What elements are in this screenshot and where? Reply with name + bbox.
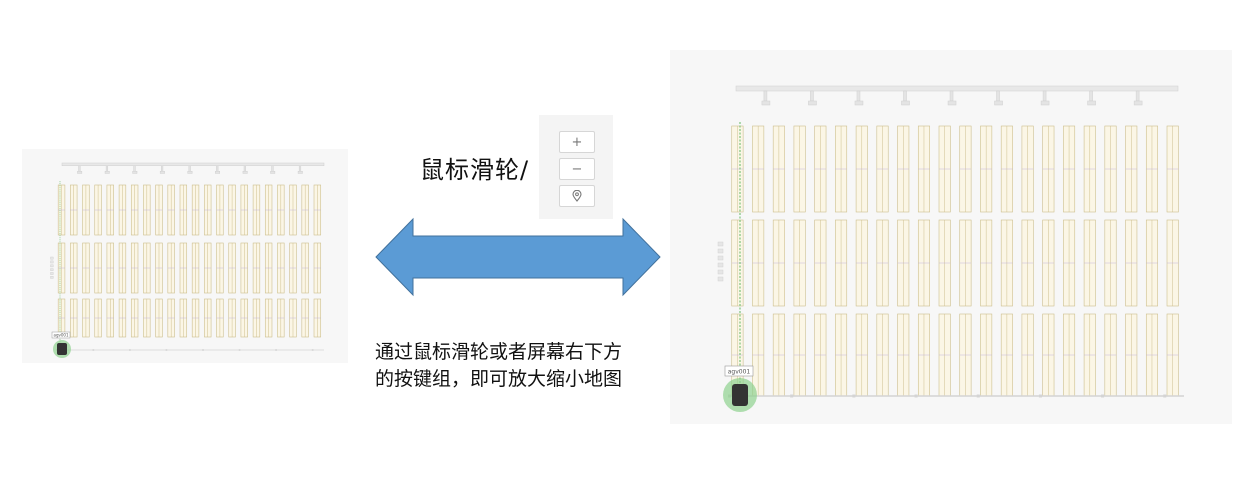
warehouse-map-canvas-small: agv001: [50, 162, 325, 358]
conveyor-port: [132, 171, 138, 174]
top-conveyor: [735, 85, 1179, 92]
conveyor-port: [856, 90, 861, 102]
rail-node: [976, 394, 980, 398]
conveyor-port: [297, 171, 303, 174]
conveyor-port: [78, 165, 81, 172]
conveyor-port: [854, 100, 864, 106]
minus-icon: −: [571, 161, 583, 177]
rail-node: [165, 349, 168, 351]
conveyor-port: [1135, 90, 1140, 102]
conveyor-port: [243, 165, 246, 172]
conveyor-port: [994, 100, 1003, 106]
rail-node: [1163, 394, 1167, 398]
conveyor-port: [215, 171, 220, 174]
conveyor-port: [947, 100, 957, 106]
conveyor-port: [1042, 90, 1047, 102]
workstation: [50, 264, 54, 268]
workstation: [717, 255, 724, 261]
conveyor-port: [161, 165, 164, 172]
workstation: [50, 260, 54, 264]
rail-node: [202, 349, 204, 351]
robot-marker[interactable]: agv001: [51, 331, 71, 358]
caption-title: 鼠标滑轮/: [420, 156, 530, 184]
workstation: [50, 272, 54, 275]
conveyor-port: [949, 90, 954, 102]
conveyor-port: [901, 100, 910, 106]
conveyor-port: [104, 171, 110, 174]
workstation: [50, 276, 54, 279]
robot-label: agv001: [728, 369, 751, 376]
warehouse-layout: [717, 85, 1184, 398]
conveyor-port: [810, 90, 814, 102]
conveyor-port: [298, 165, 302, 172]
conveyor-port: [761, 100, 771, 106]
conveyor-port: [270, 171, 276, 174]
rail-node: [790, 394, 794, 398]
location-pin-icon: [572, 190, 582, 202]
conveyor-port: [1040, 100, 1050, 106]
rail-node: [852, 394, 856, 398]
rail-node: [238, 349, 241, 351]
conveyor-port: [808, 100, 817, 106]
conveyor-port: [1133, 100, 1143, 106]
warehouse-map-canvas-large: agv001: [717, 85, 1184, 412]
conveyor-port: [271, 165, 274, 172]
workstation: [50, 268, 54, 271]
rail-node: [311, 349, 314, 351]
conveyor-port: [159, 171, 165, 174]
conveyor-port: [187, 171, 193, 174]
rail-node: [129, 349, 131, 351]
workstation: [717, 269, 724, 275]
warehouse-map-zoomed-out[interactable]: agv001: [22, 149, 348, 363]
warehouse-map-zoomed-in[interactable]: agv001: [670, 50, 1232, 424]
conveyor-port: [1087, 100, 1096, 106]
robot-label: agv001: [54, 333, 69, 338]
zoom-control-group: + −: [539, 115, 613, 219]
rail-node: [92, 349, 95, 351]
rail-node: [1038, 394, 1042, 398]
workstation: [717, 276, 724, 282]
conveyor-port: [105, 165, 109, 172]
conveyor-port: [1089, 90, 1093, 102]
conveyor-port: [242, 171, 248, 174]
warehouse-layout: [50, 162, 325, 351]
conveyor-port: [216, 165, 219, 172]
conveyor-port: [996, 90, 1000, 102]
top-conveyor: [61, 162, 325, 166]
workstation: [50, 256, 54, 260]
rail-node: [914, 394, 918, 398]
locate-button[interactable]: [559, 185, 595, 207]
conveyor-port: [903, 90, 907, 102]
zoom-out-button[interactable]: −: [559, 158, 595, 180]
conveyor-port: [188, 165, 191, 172]
conveyor-port: [133, 165, 136, 172]
rail-node: [1101, 394, 1105, 398]
conveyor-port: [77, 171, 83, 174]
rail-node: [275, 349, 277, 351]
plus-icon: +: [571, 134, 583, 150]
robot-marker[interactable]: agv001: [723, 365, 757, 412]
workstation: [717, 241, 724, 247]
conveyor-port: [763, 90, 768, 102]
caption-description: 通过鼠标滑轮或者屏幕右下方的按键组，即可放大缩小地图: [375, 341, 623, 390]
workstation: [717, 248, 724, 254]
double-arrow-icon: [375, 217, 661, 297]
workstation: [717, 262, 724, 268]
zoom-in-button[interactable]: +: [559, 131, 595, 153]
